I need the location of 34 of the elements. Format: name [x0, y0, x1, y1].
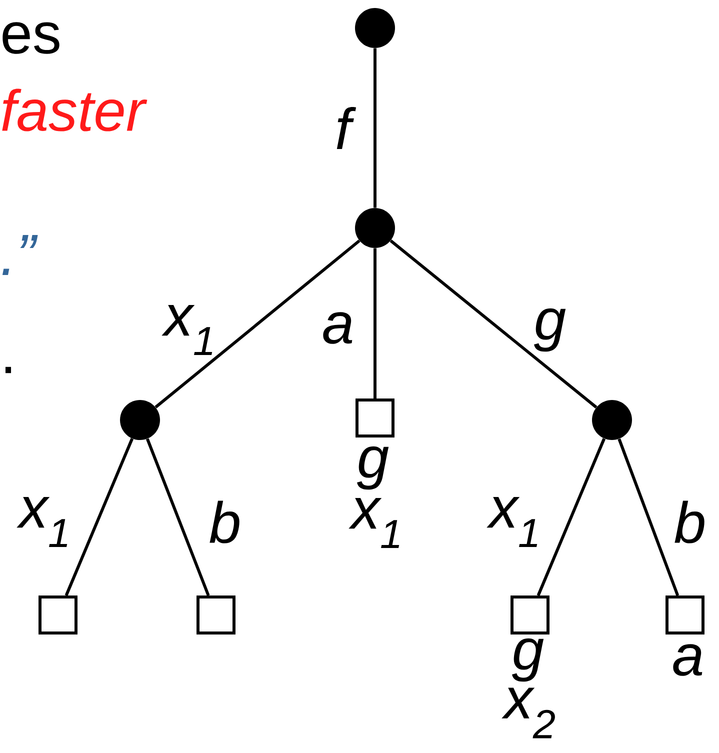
edge-label: a	[323, 312, 352, 344]
leaf-square	[196, 596, 236, 634]
tree-node	[355, 8, 395, 48]
edge	[374, 248, 376, 398]
leaf-square	[356, 398, 394, 438]
edge	[536, 438, 606, 596]
edge	[154, 240, 360, 408]
text-fragment: .	[6, 366, 12, 374]
leaf-square	[38, 596, 78, 634]
edge-label: x$_{1}$	[16, 497, 68, 547]
edge	[374, 48, 376, 208]
tree-node	[120, 400, 160, 440]
node-label: g	[512, 638, 544, 682]
text-fragment: .”	[2, 235, 38, 275]
edge-label: b	[210, 500, 240, 544]
edge-label: f	[336, 106, 356, 149]
edge-label: x$_{1}$	[162, 305, 212, 355]
node-label: a	[673, 644, 702, 676]
text-fragment: faster	[2, 88, 148, 132]
leaf-square	[510, 596, 550, 634]
tree-node	[592, 400, 632, 440]
edge	[390, 240, 598, 408]
node-label: g	[356, 446, 389, 490]
edge-label: x$_{1}$	[486, 497, 538, 547]
node-label: x$_{1}$	[348, 498, 400, 548]
edge	[146, 438, 210, 596]
edge	[618, 438, 680, 596]
edge-label: b	[674, 500, 704, 544]
text-fragment: es	[2, 22, 60, 54]
tree-node	[355, 208, 395, 248]
node-label: x$_{2}$	[502, 688, 555, 738]
leaf-square	[666, 596, 704, 634]
edge	[64, 438, 134, 596]
edge-label: g	[534, 308, 566, 352]
